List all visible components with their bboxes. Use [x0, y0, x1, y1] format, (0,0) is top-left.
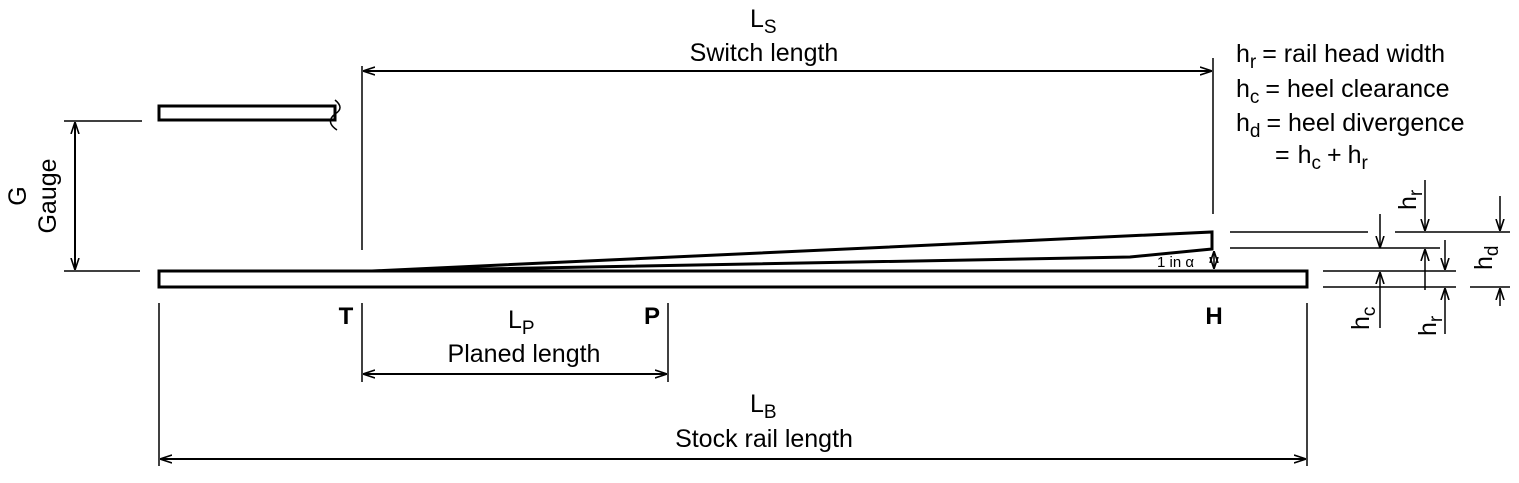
switch-length-symbol: LS — [750, 5, 777, 38]
gauge-label: Gauge — [34, 158, 62, 233]
legend-divergence-equation: =hc+hr — [1275, 141, 1369, 174]
switch-rail — [371, 230, 1214, 273]
legend-rail-head: hr= rail head width — [1236, 40, 1445, 73]
stock-rail — [157, 269, 1309, 289]
planed-length-symbol: LP — [508, 306, 535, 339]
legend: hr= rail head width hc= heel clearance h… — [1236, 40, 1465, 174]
legend-heel-clearance: hc= heel clearance — [1236, 75, 1450, 108]
hd-label: hd — [1470, 246, 1503, 270]
hc-label: hc — [1347, 307, 1380, 330]
legend-heel-divergence: hd= heel divergence — [1236, 109, 1465, 142]
stock-length-label: Stock rail length — [675, 425, 853, 453]
gauge-symbol: G — [4, 186, 32, 205]
break-line — [329, 99, 341, 131]
point-toe: T — [339, 303, 354, 330]
upper-rail-stub — [157, 104, 337, 122]
angle-label: 1 in α — [1157, 254, 1194, 271]
hr-top-label: hr — [1394, 189, 1427, 210]
point-heel: H — [1205, 303, 1222, 330]
planed-length-label: Planed length — [448, 340, 601, 368]
switch-length-label: Switch length — [690, 39, 839, 67]
point-planed-end: P — [644, 303, 660, 330]
stock-length-symbol: LB — [750, 390, 777, 423]
hr-bottom-label: hr — [1414, 315, 1447, 336]
